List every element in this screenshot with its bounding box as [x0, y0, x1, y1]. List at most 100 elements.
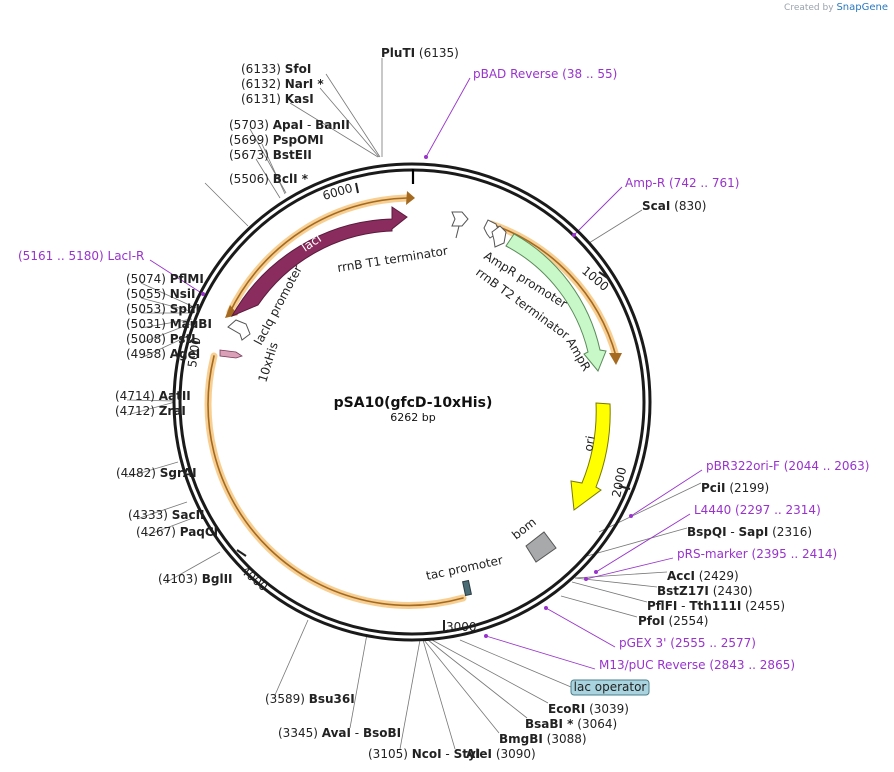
site-label[interactable]: (5031) MauBI: [126, 317, 212, 331]
site-leader: [164, 551, 221, 584]
site-name: AatII: [159, 389, 191, 403]
site-leader: [126, 399, 176, 402]
primer-mark: [594, 570, 598, 574]
site-label[interactable]: (6131) KasI: [241, 92, 314, 106]
primer-leader: [425, 77, 471, 158]
site-leader: [255, 158, 281, 199]
feature-rrnB-T2[interactable]: [491, 225, 507, 248]
primer-range: (2843 .. 2865): [706, 658, 796, 672]
site-label[interactable]: EcoRI (3039): [548, 702, 629, 716]
site-label[interactable]: ScaI (830): [642, 199, 706, 213]
site-name: Bsu36I: [309, 692, 355, 706]
site-label[interactable]: (4714) AatII: [115, 389, 191, 403]
site-leader: [423, 639, 500, 734]
site-leader: [289, 102, 379, 158]
site-position: (3064): [573, 717, 617, 731]
site-label[interactable]: (5055) NsiI: [126, 287, 195, 301]
site-position: (5055): [126, 287, 170, 301]
feature-tac-promoter[interactable]: [462, 579, 472, 597]
site-leader: [325, 73, 381, 158]
lac-operator-badge[interactable]: [570, 679, 650, 696]
orf-arrow-AmpR: [609, 353, 622, 365]
primer-leader: [485, 635, 596, 670]
orf-arcs: [204, 194, 620, 609]
feature-AmpR[interactable]: [505, 233, 607, 372]
site-name: BmgBI: [499, 732, 543, 746]
site-label[interactable]: (5074) PflMI: [126, 272, 204, 286]
primer-label[interactable]: pBR322ori-F (2044 .. 2063): [706, 459, 869, 473]
site-label[interactable]: (4482) SgrAI: [116, 466, 197, 480]
primer-label[interactable]: pGEX 3' (2555 .. 2577): [619, 636, 756, 650]
primer-label[interactable]: Amp-R (742 .. 761): [625, 176, 739, 190]
site-name: AgeI: [170, 347, 200, 361]
site-label[interactable]: BmgBI (3088): [499, 732, 587, 746]
snapgene-credit: Created by SnapGene: [784, 2, 888, 13]
site-leader: [126, 401, 176, 416]
tick-label-2000: 2000: [609, 466, 629, 499]
site-label[interactable]: BspQI - SapI (2316): [687, 525, 812, 539]
site-label[interactable]: PciI (2199): [701, 481, 769, 495]
site-label[interactable]: PfoI (2554): [638, 614, 708, 628]
site-label[interactable]: (6132) NarI *: [241, 77, 324, 91]
primer-label[interactable]: pBAD Reverse (38 .. 55): [473, 67, 617, 81]
primer-range: (2395 .. 2414): [748, 547, 838, 561]
site-label[interactable]: (4267) PaqCI: [136, 525, 218, 539]
lac-operator-leader: [459, 639, 572, 688]
site-label[interactable]: AleI (3090): [466, 747, 536, 761]
site-position: (4958): [126, 347, 170, 361]
primer-range: (38 .. 55): [558, 67, 617, 81]
primer-mark: [572, 233, 576, 237]
site-label[interactable]: (5673) BstEII: [229, 148, 312, 162]
site-label[interactable]: (4958) AgeI: [126, 347, 200, 361]
site-label[interactable]: (3345) AvaI - BsoBI: [278, 726, 401, 740]
site-label[interactable]: PflFI - Tth111I (2455): [647, 599, 785, 613]
primer-label[interactable]: M13/pUC Reverse (2843 .. 2865): [599, 658, 795, 672]
site-label[interactable]: (5703) ApaI - BanII: [229, 118, 350, 132]
site-position: (5699): [229, 133, 273, 147]
feature-bom[interactable]: [525, 531, 557, 563]
site-position: (2554): [665, 614, 709, 628]
plasmid-name: pSA10(gfcD-10xHis): [334, 395, 493, 411]
site-label[interactable]: (6133) SfoI: [241, 62, 311, 76]
primer-mark: [584, 577, 588, 581]
site-leader: [140, 336, 187, 359]
site-position: (2316): [768, 525, 812, 539]
site-name-2: BanII: [315, 118, 350, 132]
site-label[interactable]: (5506) BclI *: [229, 172, 309, 186]
site-label[interactable]: BstZ17I (2430): [657, 584, 753, 598]
primer-label[interactable]: (5161 .. 5180) LacI-R: [18, 249, 144, 263]
site-label[interactable]: PluTI (6135): [381, 46, 459, 60]
site-label[interactable]: AccI (2429): [667, 569, 739, 583]
site-position: (4714): [115, 389, 159, 403]
site-position: (2430): [709, 584, 753, 598]
feature-ori[interactable]: [570, 402, 611, 511]
primer-range: (2297 .. 2314): [731, 503, 821, 517]
site-leader: [144, 517, 194, 537]
primer-label[interactable]: pRS-marker (2395 .. 2414): [677, 547, 837, 561]
feature-rrnB-T1[interactable]: [451, 211, 469, 227]
site-label[interactable]: (3589) Bsu36I: [265, 692, 355, 706]
site-name-2: StyI: [454, 747, 481, 761]
site-label[interactable]: BsaBI * (3064): [525, 717, 617, 731]
site-leader: [136, 501, 188, 520]
feature-10xHis[interactable]: [219, 349, 243, 359]
site-label[interactable]: (3105) NcoI - StyI: [368, 747, 480, 761]
site-label[interactable]: (5008) PstI: [126, 332, 196, 346]
tick-label-5000: 5000: [185, 336, 203, 368]
site-leader: [349, 633, 368, 729]
site-position: (5031): [126, 317, 170, 331]
site-label[interactable]: (5699) PspOMI: [229, 133, 324, 147]
site-label[interactable]: (4333) SacII: [128, 508, 205, 522]
site-label[interactable]: (4103) BglII: [158, 572, 233, 586]
site-name: EcoRI: [548, 702, 585, 716]
site-label[interactable]: (5053) SphI: [126, 302, 200, 316]
site-position: (5053): [126, 302, 170, 316]
primer-label[interactable]: L4440 (2297 .. 2314): [694, 503, 821, 517]
feature-lacI[interactable]: [230, 206, 408, 318]
site-name: NarI *: [285, 77, 325, 91]
site-position: (6135): [415, 46, 459, 60]
feature-lacIq-promoter[interactable]: [227, 319, 251, 341]
site-label[interactable]: (4712) ZraI: [115, 404, 186, 418]
site-name: ApaI: [273, 118, 303, 132]
